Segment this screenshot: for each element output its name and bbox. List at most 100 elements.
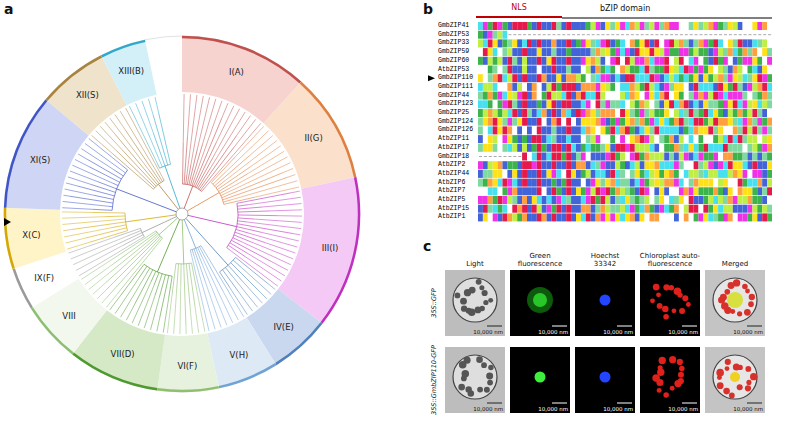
residue-cell — [620, 126, 625, 134]
residue-cell — [694, 66, 699, 74]
residue-cell — [488, 31, 493, 39]
residue-cell — [630, 187, 635, 195]
residue-cell — [752, 83, 757, 91]
residue-cell — [596, 66, 601, 74]
residue-cell — [571, 74, 576, 82]
residue-cell — [640, 179, 645, 187]
residue-cell — [478, 66, 483, 74]
residue-cell — [738, 57, 743, 65]
residue-cell — [561, 187, 566, 195]
residue-cell — [708, 100, 713, 108]
residue-cell — [767, 48, 772, 56]
residue-cell — [537, 31, 542, 39]
residue-cell — [605, 100, 610, 108]
residue-cell — [728, 57, 733, 65]
residue-cell — [571, 92, 576, 100]
marker-arrowhead — [428, 75, 435, 81]
residue-cell — [571, 83, 576, 91]
residue-cell — [522, 153, 527, 161]
residue-cell — [552, 39, 557, 47]
tree-branch — [205, 282, 221, 328]
residue-cell — [733, 205, 738, 213]
residue-cell — [728, 74, 733, 82]
tree-branch — [183, 94, 185, 143]
residue-cell — [757, 213, 762, 221]
residue-cell — [728, 205, 733, 213]
residue-cell — [527, 100, 532, 108]
residue-cell — [552, 196, 557, 204]
residue-cell — [694, 39, 699, 47]
residue-cell — [586, 57, 591, 65]
residue-cell — [591, 31, 596, 39]
tree-branch — [158, 184, 178, 209]
residue-cell — [478, 31, 483, 39]
residue-cell — [630, 161, 635, 169]
gfp-signal — [533, 293, 547, 307]
residue-cell — [556, 170, 561, 178]
residue-cell — [659, 22, 664, 30]
tree-branch — [190, 246, 201, 250]
residue-cell — [556, 135, 561, 143]
panel-letter: b — [423, 1, 433, 17]
residue-cell — [620, 187, 625, 195]
residue-cell — [708, 22, 713, 30]
residue-cell — [547, 213, 552, 221]
residue-cell — [537, 144, 542, 152]
residue-cell — [620, 196, 625, 204]
residue-cell — [630, 213, 635, 221]
residue-cell — [488, 179, 493, 187]
tree-branch — [202, 257, 233, 323]
residue-cell — [556, 48, 561, 56]
residue-cell — [708, 74, 713, 82]
cell — [713, 355, 757, 399]
residue-cell — [762, 153, 767, 161]
residue-cell — [767, 22, 772, 30]
residue-cell — [694, 57, 699, 65]
residue-cell — [689, 135, 694, 143]
residue-cell — [762, 205, 767, 213]
residue-cell — [645, 118, 650, 126]
tree-branch — [159, 113, 171, 165]
merged-signal — [727, 292, 743, 308]
residue-cell — [576, 196, 581, 204]
residue-cell — [694, 205, 699, 213]
residue-cell — [586, 31, 591, 39]
residue-cell — [640, 31, 645, 39]
residue-cell — [713, 74, 718, 82]
residue-cell — [566, 39, 571, 47]
tree-branch — [163, 178, 164, 181]
residue-cell — [522, 57, 527, 65]
clade-label: II(G) — [305, 133, 323, 143]
residue-cell — [522, 144, 527, 152]
residue-cell — [689, 109, 694, 117]
tree-branch — [180, 264, 181, 285]
residue-cell — [689, 153, 694, 161]
residue-cell — [488, 213, 493, 221]
residue-cell — [767, 196, 772, 204]
residue-cell — [591, 161, 596, 169]
chloroplast — [679, 366, 684, 371]
residue-cell — [703, 57, 708, 65]
tree-branch — [222, 172, 284, 197]
residue-cell — [738, 22, 743, 30]
marker-arrowhead — [4, 218, 11, 226]
residue-cell — [591, 205, 596, 213]
residue-cell — [679, 205, 684, 213]
chloroplast — [723, 388, 730, 395]
residue-cell — [512, 213, 517, 221]
tree-branch — [117, 151, 155, 188]
residue-cell — [689, 179, 694, 187]
residue-cell — [650, 48, 655, 56]
residue-cell — [503, 196, 508, 204]
residue-cell — [566, 118, 571, 126]
residue-cell — [552, 205, 557, 213]
residue-cell — [507, 205, 512, 213]
image-ground — [445, 347, 505, 413]
clade-arc — [46, 56, 101, 100]
chloroplast — [652, 374, 660, 382]
residue-cell — [625, 66, 630, 74]
residue-cell — [517, 135, 522, 143]
residue-cell — [733, 57, 738, 65]
cell — [713, 278, 757, 322]
residue-cell — [635, 205, 640, 213]
